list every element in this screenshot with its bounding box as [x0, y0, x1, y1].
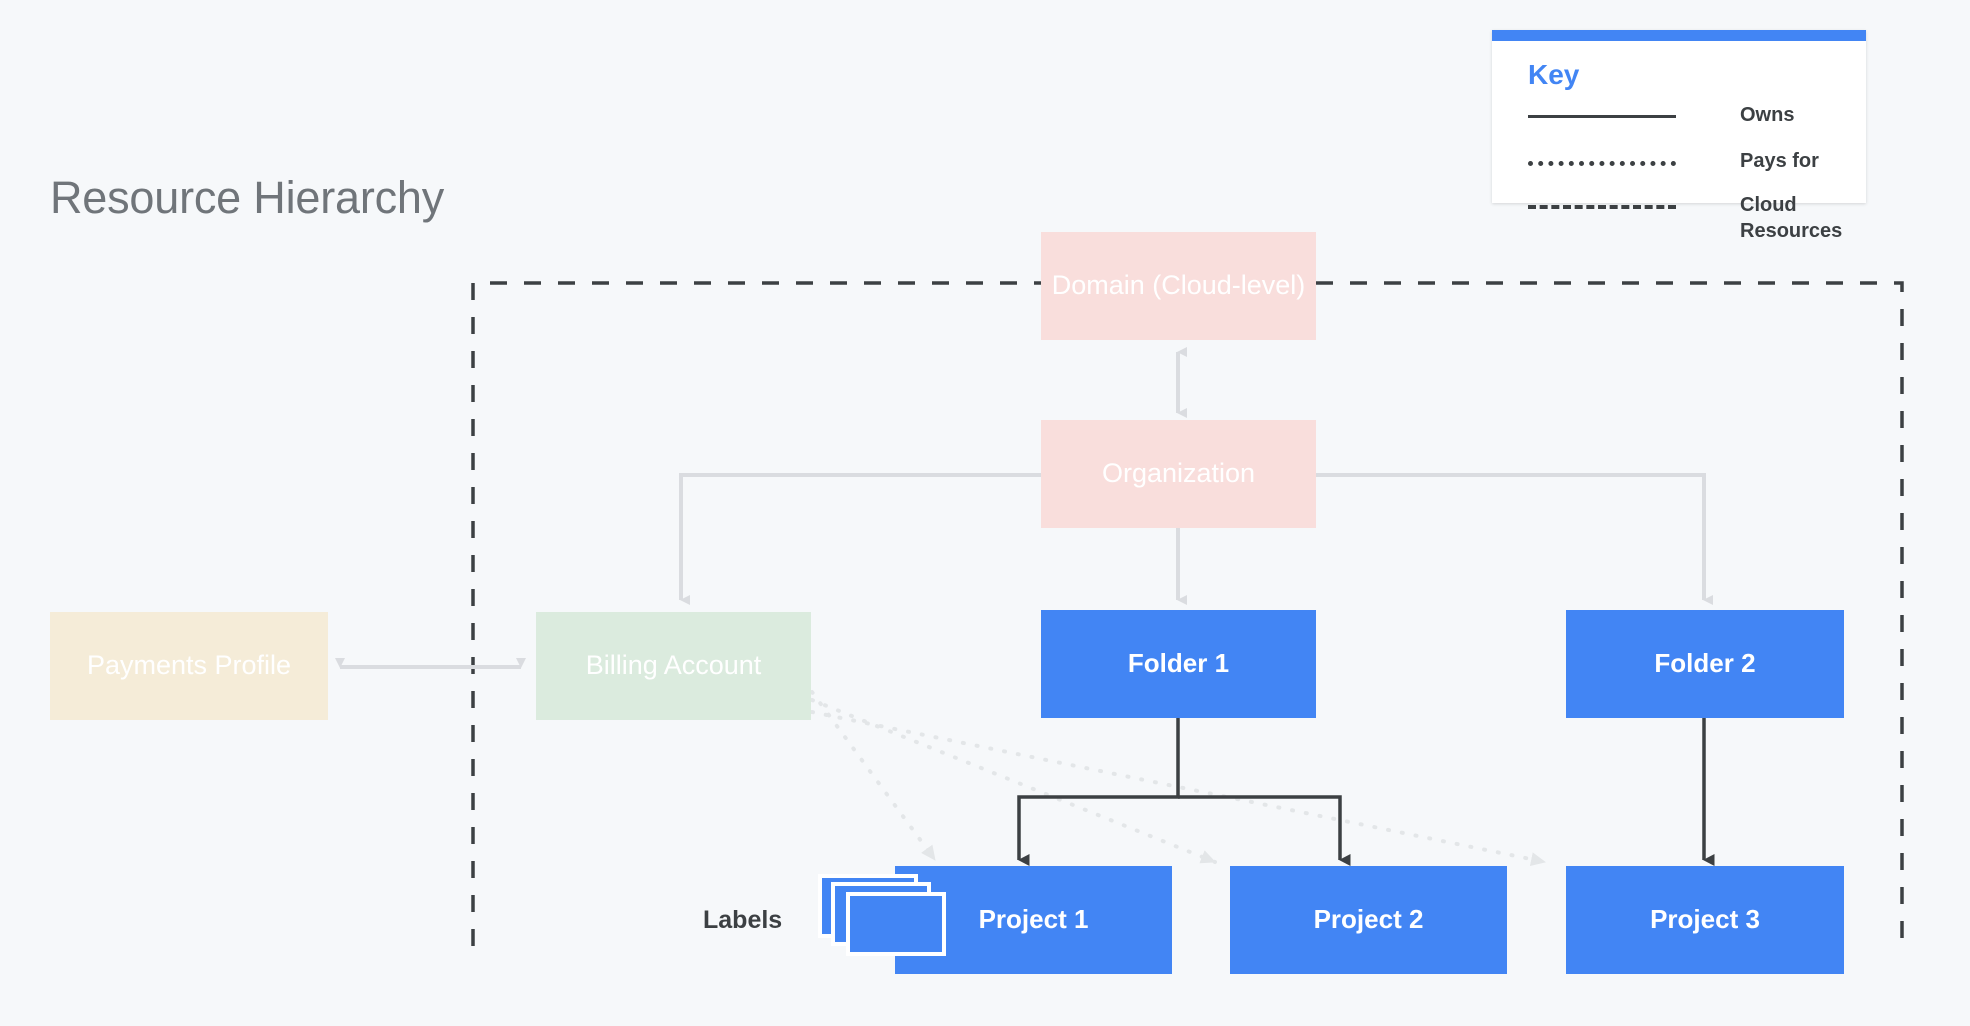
node-billing-account[interactable]: Billing Account — [536, 612, 811, 720]
node-project-2[interactable]: Project 2 — [1230, 866, 1507, 974]
key-entry-label: Pays for — [1740, 150, 1819, 172]
node-payments-profile[interactable]: Payments Profile — [50, 612, 328, 720]
key-entry-pays-for: Pays for — [1528, 149, 1848, 177]
edge-billing-account-project-3 — [810, 710, 1547, 867]
edge-billing-account-project-2 — [810, 698, 1217, 864]
key-entry-label: Cloud Resources — [1740, 194, 1843, 242]
page-title: Resource Hierarchy — [50, 172, 445, 223]
node-project-1[interactable]: Project 1 — [895, 866, 1172, 974]
edge-organization-folder-2 — [1316, 473, 1713, 605]
node-project-3[interactable]: Project 3 — [1566, 866, 1844, 974]
node-organization[interactable]: Organization — [1041, 420, 1316, 528]
labels-stack-icon — [818, 874, 950, 956]
edge-billing-account-project-1 — [810, 690, 937, 862]
edge-organization-billing-account — [679, 473, 1041, 605]
key-card: Key Owns Pays for Cloud Resources — [1492, 30, 1866, 242]
label-card-front — [846, 892, 946, 956]
key-entry-label: Owns — [1740, 104, 1795, 126]
key-entry-cloud-resources: Cloud Resources — [1528, 193, 1848, 242]
labels-label: Labels — [703, 906, 783, 934]
key-card-body: Key Owns Pays for Cloud Resources — [1492, 41, 1866, 242]
dotted-line-sample — [1528, 161, 1676, 166]
node-folder-1[interactable]: Folder 1 — [1041, 610, 1316, 718]
node-folder-2[interactable]: Folder 2 — [1566, 610, 1844, 718]
key-entry-owns: Owns — [1528, 103, 1848, 131]
dashed-line-sample — [1528, 205, 1676, 209]
key-title: Key — [1528, 59, 1580, 90]
solid-line-sample — [1528, 115, 1676, 118]
edge-folder-1-projects — [1017, 717, 1351, 866]
key-card-accent-bar — [1492, 30, 1866, 41]
node-domain[interactable]: Domain (Cloud-level) — [1041, 232, 1316, 340]
